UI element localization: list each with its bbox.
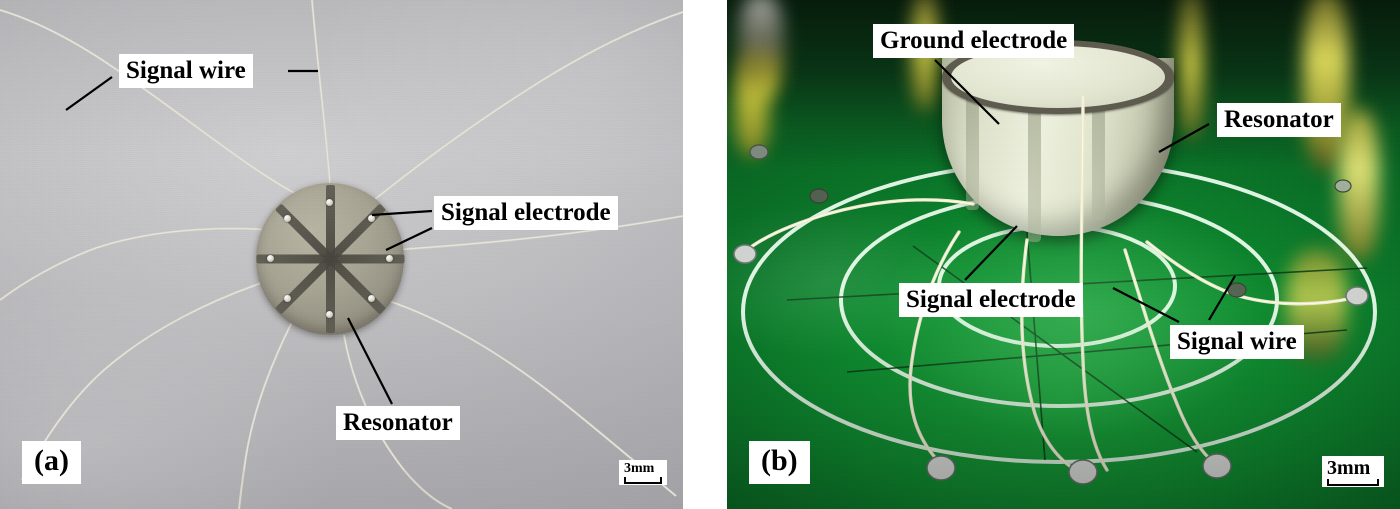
solder-pad [368, 295, 375, 302]
solder-pad [326, 311, 333, 318]
hemispherical-resonator-b [942, 40, 1174, 242]
solder-pad [284, 215, 291, 222]
solder-pad [267, 255, 274, 262]
label-signal-wire-a: Signal wire [119, 54, 253, 88]
brass-connector [735, 60, 769, 156]
label-resonator-b: Resonator [1217, 103, 1341, 137]
scale-bar-b: 3mm [1322, 456, 1384, 487]
label-resonator-a: Resonator [336, 406, 460, 440]
scale-bar-a-rule [624, 477, 662, 484]
solder-pad [368, 215, 375, 222]
label-signal-electrode-a: Signal electrode [434, 196, 618, 230]
solder-pad [284, 295, 291, 302]
panel-tag-b: (b) [749, 441, 810, 484]
scale-bar-b-text: 3mm [1327, 457, 1371, 479]
panel-a: Signal wire Signal electrode Resonator (… [0, 0, 683, 509]
label-signal-wire-b: Signal wire [1170, 325, 1304, 359]
scale-bar-a-text: 3mm [624, 461, 655, 476]
signal-electrode-stripe [1028, 92, 1041, 242]
solder-pad [386, 255, 393, 262]
disc-resonator-a [256, 183, 404, 335]
scale-bar-a: 3mm [619, 460, 667, 485]
panel-b: Ground electrode Resonator Signal electr… [727, 0, 1400, 509]
brass-connector [1339, 110, 1379, 260]
panel-tag-a: (a) [22, 441, 81, 484]
brass-connector [1179, 0, 1203, 138]
label-signal-electrode-b: Signal electrode [899, 283, 1083, 317]
scale-bar-b-rule [1327, 479, 1379, 486]
label-ground-electrode-b: Ground electrode [873, 24, 1075, 58]
solder-pad [326, 199, 333, 206]
signal-electrode-stripe [966, 92, 979, 210]
